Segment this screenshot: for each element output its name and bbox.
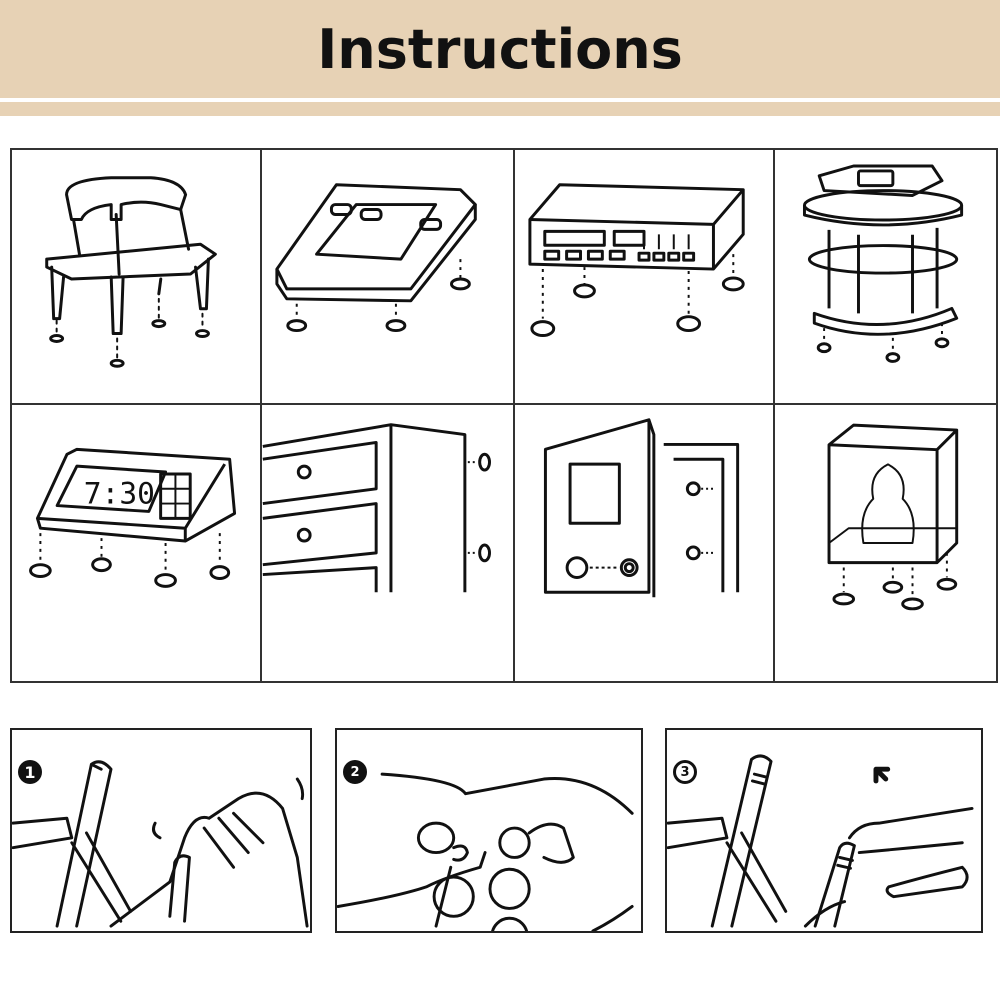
usage-cell-safe <box>515 405 775 681</box>
display-case-illustration <box>827 423 959 611</box>
alarm-clock-illustration: 7:30 <box>29 447 237 588</box>
usage-cell-display-case <box>775 405 996 681</box>
press-pad-illustration <box>667 754 974 928</box>
step-1-badge: 1 <box>18 760 42 784</box>
cabinet-illustration <box>262 423 491 593</box>
step-3-badge: 3 <box>673 760 697 784</box>
step-3-panel: 3 <box>665 728 983 933</box>
title-banner: Instructions <box>0 0 1000 98</box>
usage-cell-alarm-clock: 7:30 <box>12 405 262 681</box>
clean-leg-illustration <box>12 760 309 928</box>
chair-illustration <box>45 176 217 368</box>
steps-row: 1 2 3 <box>0 728 1000 933</box>
usage-cell-telephone-stand <box>775 150 996 405</box>
step-1-panel: 1 <box>10 728 312 933</box>
usage-cell-tray <box>262 150 515 405</box>
peel-pad-illustration <box>337 772 634 931</box>
step-2-panel: 2 <box>335 728 643 933</box>
safe-illustration <box>543 418 740 598</box>
step-2-badge: 2 <box>343 760 367 784</box>
usage-cell-stereo <box>515 150 775 405</box>
page-title: Instructions <box>317 17 683 81</box>
tray-illustration <box>275 183 477 333</box>
usage-grid: 7:30 <box>10 148 998 683</box>
banner-strip <box>0 102 1000 116</box>
usage-cell-chair <box>12 150 262 405</box>
clock-display: 7:30 <box>84 477 155 511</box>
stereo-illustration <box>528 183 745 338</box>
telephone-stand-illustration <box>802 164 964 363</box>
usage-cell-cabinet <box>262 405 515 681</box>
